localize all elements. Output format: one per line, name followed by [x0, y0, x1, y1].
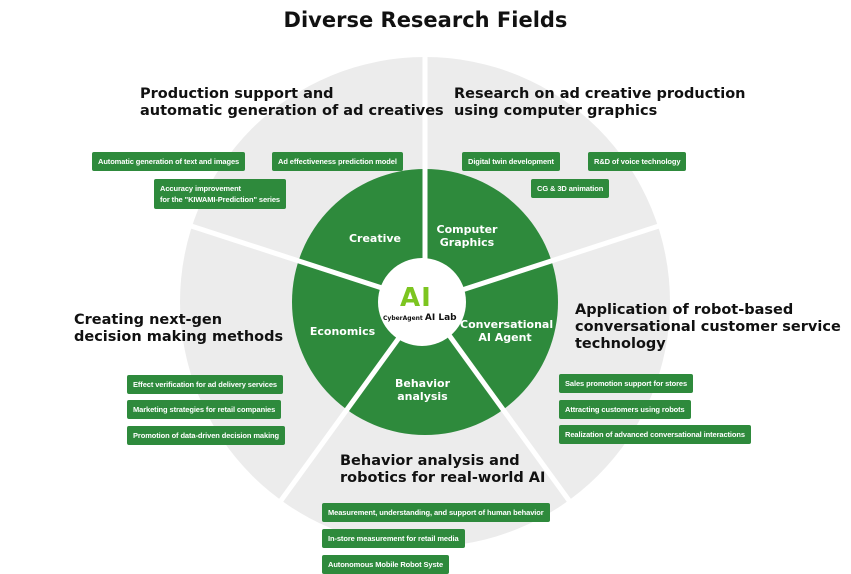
tag: Sales promotion support for stores	[559, 374, 694, 393]
logo-text: CyberAgent AI Lab	[383, 313, 457, 323]
logo-circle	[378, 258, 466, 346]
tag: R&D of voice technology	[588, 152, 687, 171]
segment-creative: Creative	[348, 232, 402, 245]
tag: Ad effectiveness prediction model	[272, 152, 403, 171]
tag: Marketing strategies for retail companie…	[127, 400, 282, 419]
segment-conversational-ai: Conversational AI Agent	[460, 318, 554, 344]
page-title: Diverse Research Fields	[283, 8, 568, 32]
tag: Digital twin development	[462, 152, 560, 171]
area-heading-behavior: Behavior analysis and robotics for real-…	[340, 453, 546, 486]
ai-lab-logo: AI	[400, 283, 432, 313]
area-heading-cg: Research on ad creative production using…	[454, 86, 746, 119]
tag: Effect verification for ad delivery serv…	[127, 375, 284, 394]
tag: In-store measurement for retail media	[322, 529, 465, 548]
tag: Automatic generation of text and images	[92, 152, 246, 171]
area-heading-economics: Creating next-gen decision making method…	[74, 312, 284, 345]
area-heading-creative: Production support and automatic generat…	[140, 86, 444, 119]
area-heading-conversational: Application of robot-based conversationa…	[575, 302, 841, 352]
tag: Measurement, understanding, and support …	[322, 503, 550, 522]
tag: CG & 3D animation	[531, 179, 610, 198]
tag: Accuracy improvement for the "KIWAMI-Pre…	[154, 179, 286, 209]
tag: Realization of advanced conversational i…	[559, 425, 751, 444]
tag: Autonomous Mobile Robot Syste	[322, 555, 450, 574]
segment-economics: Economics	[309, 325, 376, 338]
tag: Attracting customers using robots	[559, 400, 691, 419]
segment-behavior-analysis: Behavior analysis	[394, 377, 451, 403]
tag: Promotion of data-driven decision making	[127, 426, 286, 445]
segment-computer-graphics: Computer Graphics	[436, 223, 498, 249]
